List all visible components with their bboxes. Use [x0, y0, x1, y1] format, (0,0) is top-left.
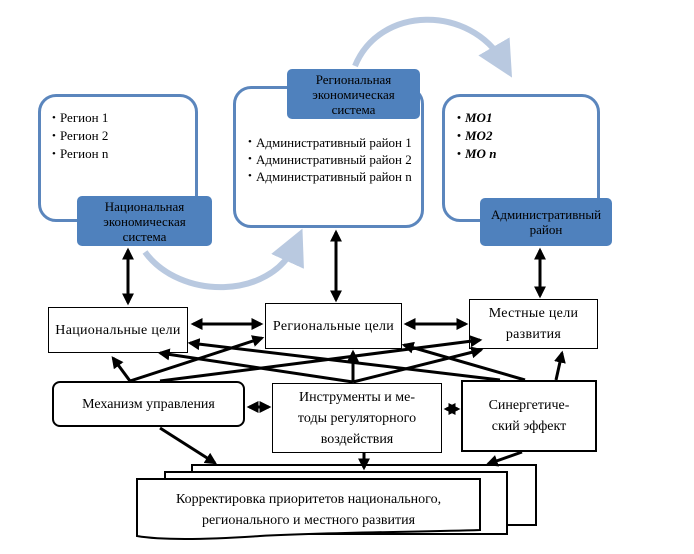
list-item: МО1	[457, 109, 496, 127]
regional-districts-list: Административный район 1 Административны…	[248, 134, 418, 185]
national-regions-list: Регион 1 Регион 2 Регион n	[52, 109, 108, 163]
list-item: Регион n	[52, 145, 108, 163]
local-goals-box: Местные цели развития	[469, 299, 598, 349]
synergy-line: Синергетиче-	[488, 398, 570, 413]
outcome-line: регионального и местного развития	[201, 513, 416, 528]
flow-arrow-national-to-regional	[142, 228, 304, 291]
flow-arrow-regional-to-local	[352, 16, 513, 78]
list-item: МО n	[457, 145, 496, 163]
list-item: МО2	[457, 127, 496, 145]
outcome-label: Корректировка приоритетов национального,…	[137, 489, 480, 531]
list-item: Административный район n	[248, 168, 418, 185]
document-front	[136, 478, 481, 540]
management-mechanism-box: Механизм управления	[52, 381, 245, 427]
instruments-line: тоды регуляторного	[297, 410, 417, 426]
instruments-line: Инструменты и ме-	[298, 389, 416, 405]
list-item: Регион 2	[52, 127, 108, 145]
regional-goals-box: Региональные цели	[265, 303, 402, 349]
list-item: Регион 1	[52, 109, 108, 127]
outcome-line: Корректировка приоритетов национального,	[175, 492, 442, 507]
regulatory-instruments-box: Инструменты и ме- тоды регуляторного воз…	[272, 383, 442, 453]
synergy-line: ский эффект	[491, 419, 567, 434]
municipalities-list: МО1 МО2 МО n	[457, 109, 496, 163]
synergy-effect-box: Синергетиче- ский эффект	[461, 380, 597, 452]
instruments-line: воздействия	[320, 431, 394, 447]
regional-system-label: Региональная экономическая система	[287, 69, 420, 119]
list-item: Административный район 1	[248, 134, 418, 151]
list-item: Административный район 2	[248, 151, 418, 168]
local-system-label: Административный район	[480, 198, 612, 246]
national-goals-box: Национальные цели	[48, 307, 188, 353]
national-system-label: Национальная экономическая система	[77, 196, 212, 246]
